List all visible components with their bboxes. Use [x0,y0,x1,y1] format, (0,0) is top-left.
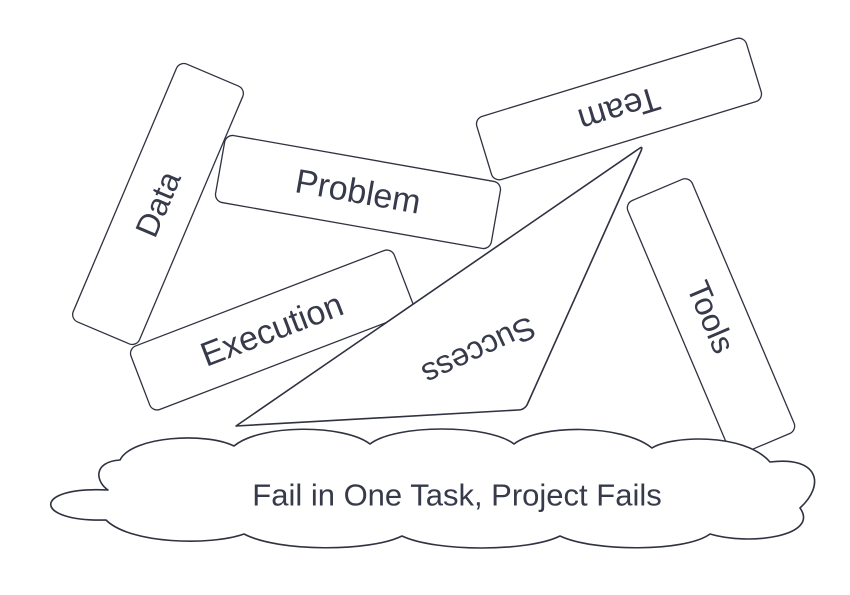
team-block: Team [475,37,763,181]
cloud: Fail in One Task, Project Fails [49,428,816,549]
success-triangle: Success [235,146,643,427]
tools-block: Tools [626,178,796,456]
data-block: Data [71,62,245,346]
cloud-label: Fail in One Task, Project Fails [252,478,661,513]
problem-block: Problem [214,134,502,250]
